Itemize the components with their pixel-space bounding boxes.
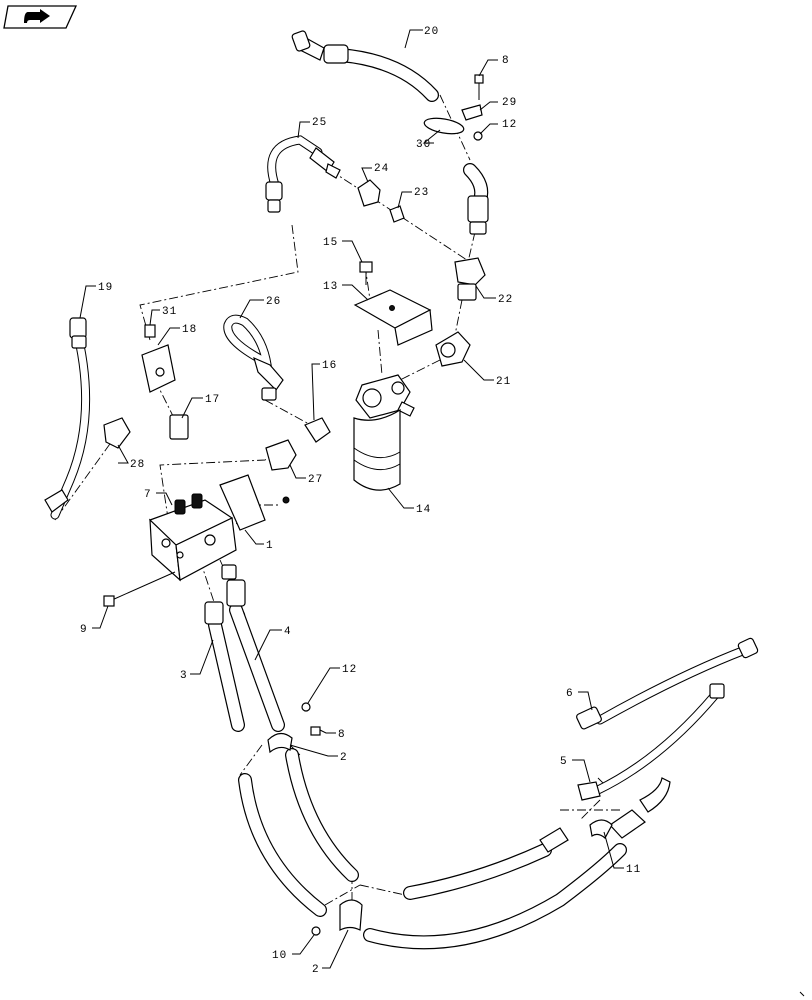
nut-10 (311, 926, 321, 936)
callout-25: 25 (312, 117, 327, 129)
callout-27: 27 (308, 474, 323, 486)
nut-24 (357, 179, 381, 207)
callout-15: 15 (323, 237, 338, 249)
callout-31: 31 (162, 306, 177, 318)
clamp-2-lower (339, 899, 363, 931)
callout-2-middle: 2 (340, 752, 348, 764)
callout-6: 6 (566, 688, 574, 700)
bolt-9 (103, 571, 176, 607)
bolt-15 (359, 261, 373, 285)
hose-4 (221, 564, 285, 732)
elbow-fitting-27 (265, 439, 297, 471)
callout-9: 9 (80, 624, 88, 636)
callout-28: 28 (130, 459, 145, 471)
callout-26: 26 (266, 296, 281, 308)
fitting-23 (389, 205, 405, 223)
assembly-centerlines (54, 94, 620, 906)
callout-21: 21 (496, 376, 511, 388)
fitting-16 (304, 417, 331, 443)
callout-10: 10 (272, 950, 287, 962)
bracket-1 (219, 474, 290, 531)
filter-head-14 (355, 374, 415, 419)
callout-18: 18 (182, 324, 197, 336)
leader-lines (79, 29, 624, 969)
tee-fitting-22 (454, 257, 486, 301)
callout-12-middle: 12 (342, 664, 357, 676)
bolt-8-middle (310, 726, 321, 736)
clamp-2-middle (267, 732, 293, 754)
fitting-17 (169, 414, 189, 440)
callout-8-middle: 8 (338, 729, 346, 741)
hose-19 (44, 317, 91, 520)
callout-4: 4 (284, 626, 292, 638)
callout-17: 17 (205, 394, 220, 406)
hose-lower-right (363, 777, 671, 950)
clamp-11 (589, 819, 613, 839)
mounting-bracket-13 (353, 289, 433, 346)
valve-block-7 (148, 493, 237, 582)
corner-mark (799, 991, 805, 997)
hose-26 (223, 314, 284, 401)
callout-13: 13 (323, 281, 338, 293)
callout-19: 19 (98, 282, 113, 294)
callout-8-top: 8 (502, 55, 510, 67)
callout-11: 11 (626, 864, 641, 876)
forward-navigation-button[interactable] (3, 5, 78, 29)
elbow-fitting-28 (103, 417, 131, 449)
elbow-fitting-21 (435, 331, 471, 367)
callout-2-lower: 2 (312, 964, 320, 976)
hose-5 (577, 683, 725, 801)
callout-23: 23 (414, 187, 429, 199)
callout-20: 20 (424, 26, 439, 38)
callout-labels: 20 8 29 12 30 25 24 23 15 13 22 21 16 27… (80, 26, 641, 976)
callout-7: 7 (144, 489, 152, 501)
hose-25 (265, 135, 341, 213)
callout-1: 1 (266, 540, 274, 552)
nut-12-middle (301, 702, 311, 712)
forward-arrow-icon (24, 9, 50, 23)
callout-16: 16 (322, 360, 337, 372)
hose-3 (204, 601, 245, 732)
callout-22: 22 (498, 294, 513, 306)
filter-canister-14 (353, 408, 401, 491)
hose-20 (291, 30, 439, 102)
callout-3: 3 (180, 670, 188, 682)
hose-30-segment (463, 163, 489, 235)
fitting-31 (144, 324, 156, 338)
callout-30: 30 (416, 139, 431, 151)
hose-lower-left (238, 748, 359, 917)
clip-29 (461, 104, 483, 121)
block-18 (141, 344, 176, 393)
callout-24: 24 (374, 163, 389, 175)
callout-5: 5 (560, 756, 568, 768)
clamp-30 (423, 117, 465, 135)
callout-12-top: 12 (502, 119, 517, 131)
callout-14: 14 (416, 504, 431, 516)
callout-29: 29 (502, 97, 517, 109)
bolt-8-top (474, 74, 484, 100)
hose-6 (576, 637, 759, 730)
